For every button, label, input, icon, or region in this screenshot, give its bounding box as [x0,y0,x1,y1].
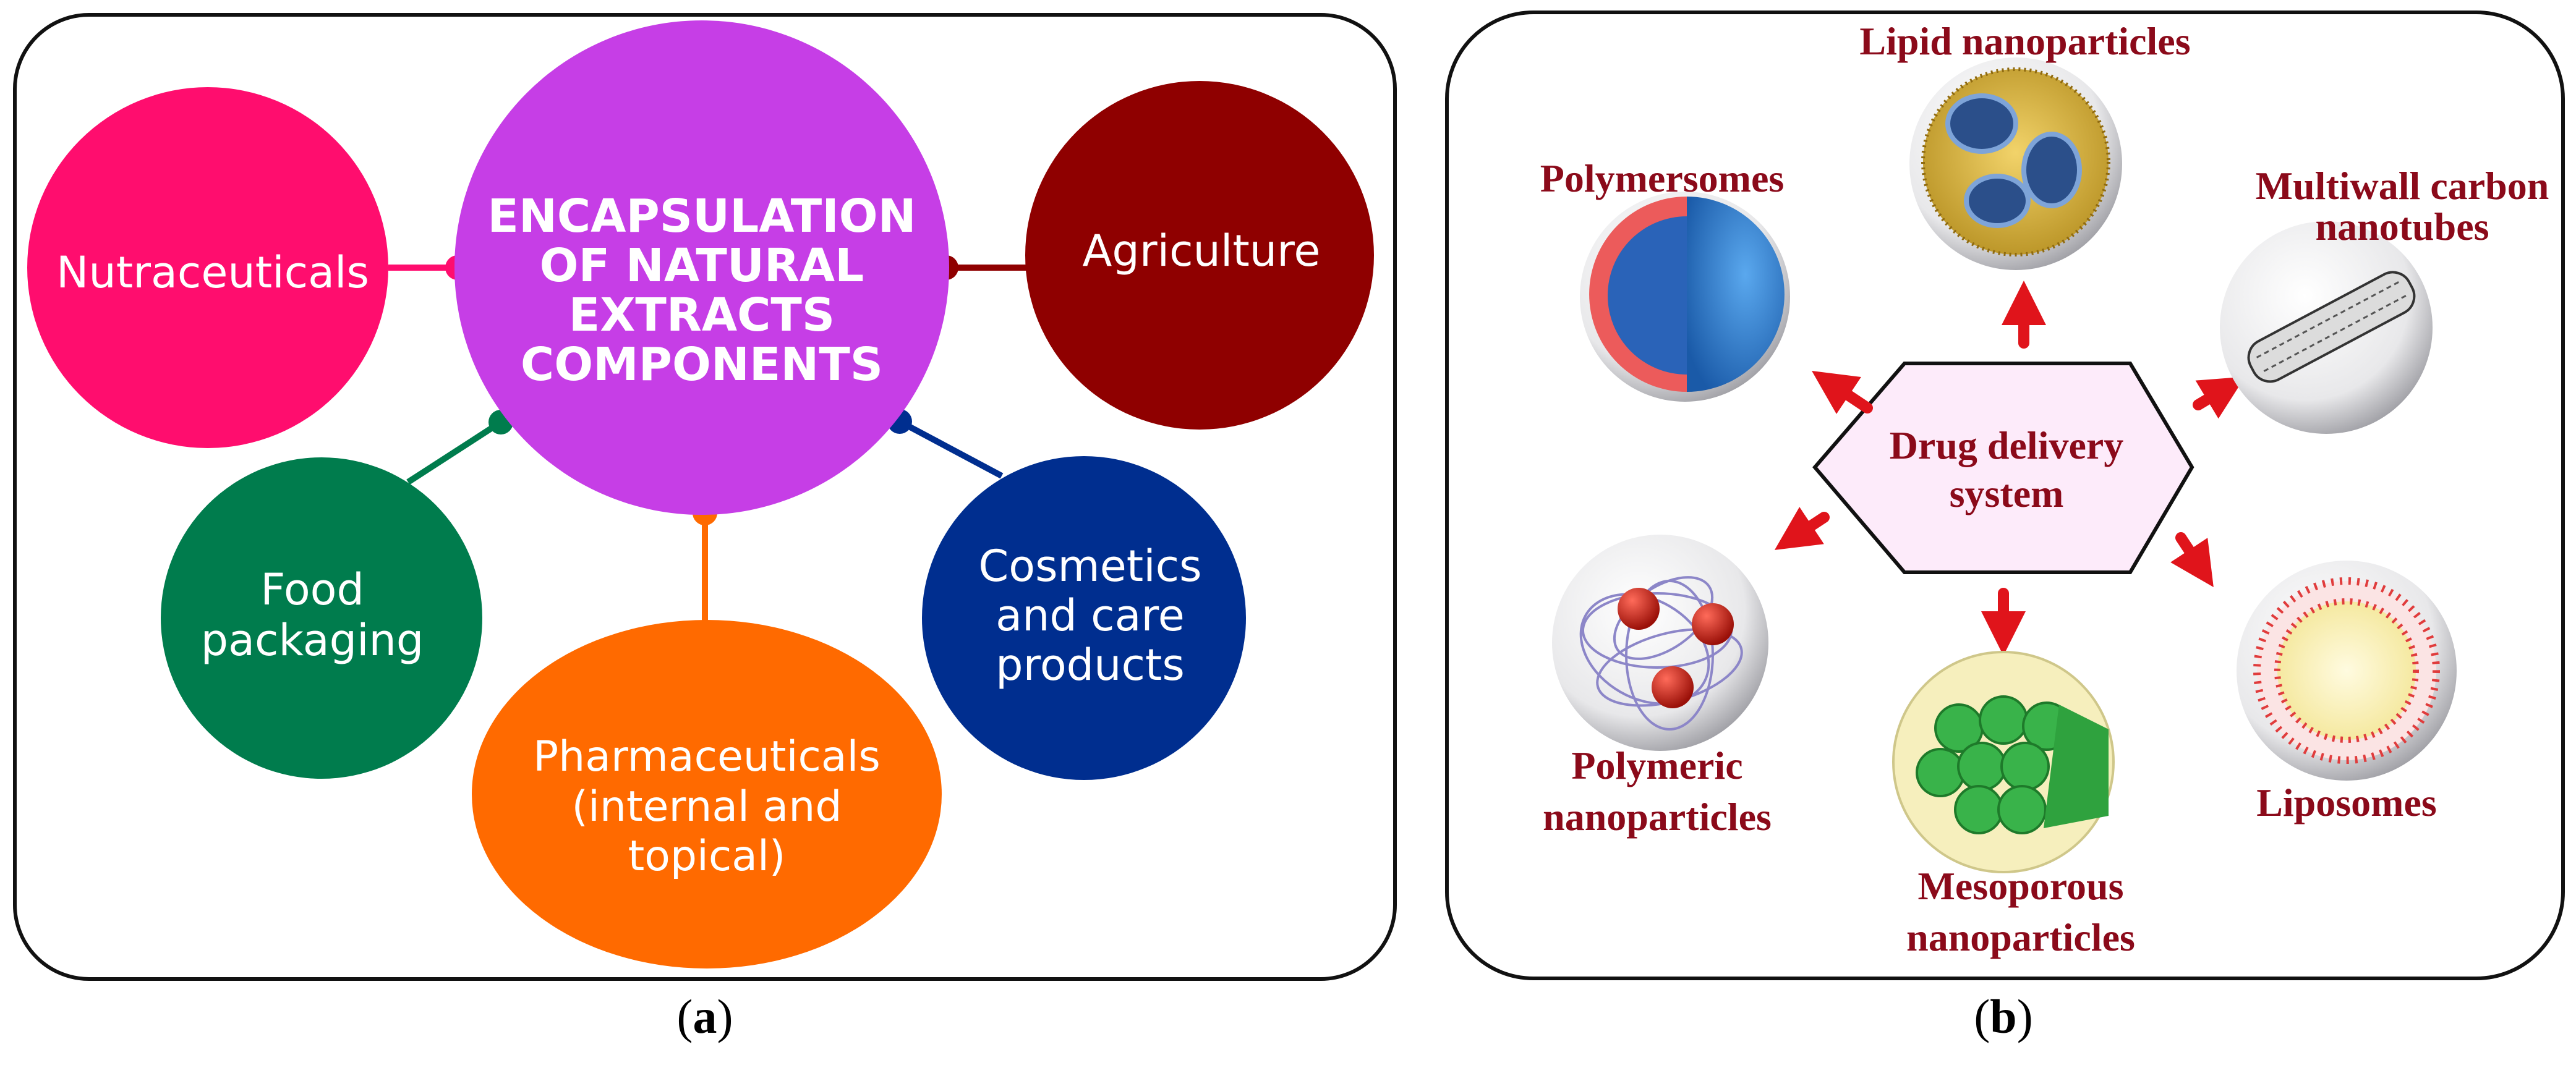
liposome-bilayer-inner [2274,598,2419,743]
hub-label-line-2: system [1950,472,2064,515]
drug-payload-3 [1652,666,1694,708]
food-packaging-label-line-2: packaging [201,615,424,666]
nanotube-lattice-1 [2256,279,2402,358]
channel-7 [1954,785,2003,834]
pharmaceuticals-node: Pharmaceuticals (internal and topical) [472,620,942,968]
panel-b-label: (b) [1942,989,2065,1045]
channel-4 [1916,748,1965,797]
channel-8 [1997,785,2047,834]
channel-5 [1957,742,2007,791]
center-node: ENCAPSULATION OF NATURAL EXTRACTS COMPON… [454,20,949,515]
cosmetics-circle [922,456,1246,780]
pharmaceuticals-label-line-2: (internal and [572,782,842,831]
panel-a-label-letter: a [693,990,717,1043]
pharmaceuticals-label-line-3: topical) [628,832,786,881]
agriculture-circle [1025,81,1374,430]
mesoporous-label-line-1: Mesoporous [1917,864,2123,908]
panel-b-label-close: ) [2016,990,2033,1043]
channel-6 [2000,742,2050,791]
lipid-label: Lipid nanoparticles [1859,19,2190,63]
arrow-to-mwcnt [2193,376,2245,419]
polymersome-illustration [1580,192,1790,402]
polymer-chain-3 [1579,593,1710,705]
connector-cosmetics [898,418,1004,479]
liposomes-label: Liposomes [2256,781,2437,824]
panel-a-label: (a) [643,989,767,1045]
polymeric-label-line-2: nanoparticles [1543,795,1772,839]
arrow-to-polymersomes [1812,371,1873,414]
liposome-illustration [2237,561,2457,781]
lipid-core-2 [2021,132,2082,208]
nutraceuticals-label: Nutraceuticals [56,247,369,298]
polymeric-label-line-1: Polymeric [1571,744,1742,787]
mwcnt-illustration [2220,221,2433,434]
mesoporous-channel-side [2044,705,2109,828]
connector-food-packaging [406,419,503,485]
hub-hexagon [1812,362,2194,574]
agriculture-label: Agriculture [1083,226,1321,276]
mwcnt-label-line-2: nanotubes [2316,205,2489,248]
polymersome-blue-half [1687,197,1785,392]
arrow-to-polymeric [1774,507,1830,550]
food-packaging-circle [161,457,482,779]
nutraceuticals-circle [27,87,388,448]
cosmetics-label-line-1: Cosmetics [978,541,1201,591]
mesoporous-nanoparticle-illustration [1892,651,2115,873]
center-label-line-2: OF NATURAL [540,239,864,292]
hub-label-line-1: Drug delivery [1890,423,2124,467]
mesoporous-channels [1916,695,2071,834]
nutraceuticals-node: Nutraceuticals [27,87,388,448]
polymeric-sphere [1552,535,1768,751]
nanotube [2247,271,2416,383]
lipid-core-3 [1964,174,2031,228]
drug-delivery-hub: Drug delivery system [1812,362,2194,574]
mwcnt-label-line-1: Multiwall carbon [2256,164,2549,208]
lipid-nanoparticle-illustration [1909,57,2122,270]
pharmaceuticals-ellipse [472,620,942,968]
polymersome-inner-half [1608,216,1687,375]
center-label-line-3: EXTRACTS [569,289,835,342]
cosmetics-label-line-3: products [996,640,1185,690]
hub-arrows [1774,281,2245,656]
nanotube-body [2247,271,2416,383]
center-circle [454,20,949,515]
lipid-core-1 [1945,93,2018,154]
mesoporous-label-line-2: nanoparticles [1906,915,2135,959]
panel-b-label-letter: b [1990,990,2017,1043]
panel-a-label-close: ) [717,990,733,1043]
center-label-line-1: ENCAPSULATION [487,190,916,243]
drug-payload-2 [1692,603,1734,645]
panel-b-label-open: ( [1974,990,1990,1043]
polymeric-nanoparticle-illustration [1552,535,1768,751]
pharmaceuticals-label-line-1: Pharmaceuticals [533,732,881,781]
polymersomes-label: Polymersomes [1540,156,1785,200]
food-packaging-label-line-1: Food [260,564,364,615]
center-label-line-4: COMPONENTS [521,338,883,391]
drug-payload-1 [1618,588,1660,630]
cosmetics-label-line-2: and care [996,590,1185,641]
food-packaging-node: Food packaging [161,457,482,779]
arrow-to-liposomes [2170,532,2214,588]
channel-2 [1979,695,2028,745]
agriculture-node: Agriculture [1025,81,1374,430]
cosmetics-node: Cosmetics and care products [922,456,1246,780]
nanotube-lattice-2 [2263,293,2410,372]
panel-a-label-open: ( [676,990,693,1043]
